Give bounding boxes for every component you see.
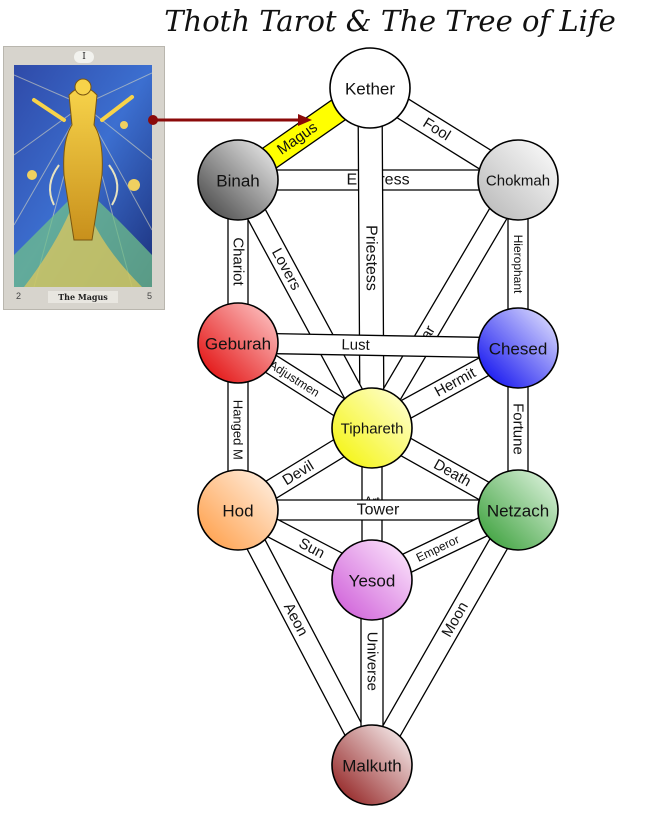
path-label-chariot: Chariot bbox=[230, 237, 247, 286]
sephirah-hod bbox=[197, 469, 279, 551]
path-label-lust: Lust bbox=[341, 336, 370, 354]
path-label-lovers: Lovers bbox=[268, 245, 304, 293]
arrow-layer bbox=[148, 114, 312, 126]
path-label-hierophant: Hierophant bbox=[511, 235, 525, 294]
path-label-fortune: Fortune bbox=[510, 403, 527, 455]
pointer-arrow-head bbox=[298, 114, 312, 126]
pointer-arrow-dot bbox=[148, 115, 158, 125]
sephirah-geburah bbox=[197, 302, 279, 384]
card-right-number: 5 bbox=[146, 291, 152, 301]
card-number: I bbox=[74, 51, 94, 63]
sephirah-label-geburah: Geburah bbox=[205, 335, 271, 354]
sephirah-label-malkuth: Malkuth bbox=[342, 757, 402, 776]
sephirah-binah bbox=[197, 139, 279, 221]
magus-tarot-card: I 2 The Magus 5 bbox=[3, 46, 165, 310]
card-left-number: 2 bbox=[16, 291, 22, 301]
sephirah-label-chesed: Chesed bbox=[489, 340, 548, 359]
card-name: The Magus bbox=[48, 291, 118, 303]
sephirah-yesod bbox=[331, 539, 413, 621]
sephirah-kether bbox=[329, 47, 411, 129]
card-artwork bbox=[14, 65, 152, 287]
sephirah-label-kether: Kether bbox=[345, 80, 395, 99]
sephirah-label-netzach: Netzach bbox=[487, 502, 549, 521]
path-lust bbox=[237, 332, 519, 359]
sephirah-label-yesod: Yesod bbox=[349, 572, 396, 591]
sephirah-netzach bbox=[477, 469, 559, 551]
sephirah-label-hod: Hod bbox=[222, 502, 253, 521]
path-label-priestess: Priestess bbox=[362, 225, 379, 291]
sephirah-label-binah: Binah bbox=[216, 172, 259, 191]
path-label-universe: Universe bbox=[364, 632, 381, 691]
path-label-hanged: Hanged M bbox=[231, 400, 246, 460]
sephirah-label-chokmah: Chokmah bbox=[486, 173, 550, 190]
sephirah-chesed bbox=[477, 307, 559, 389]
diagram-title: Thoth Tarot & The Tree of Life bbox=[164, 4, 616, 38]
path-label-hermit: Hermit bbox=[432, 364, 480, 401]
sephirah-chokmah bbox=[477, 139, 559, 221]
sephirah-malkuth bbox=[331, 724, 413, 806]
path-label-tower: Tower bbox=[357, 502, 400, 519]
sephirah-label-tiphareth: Tiphareth bbox=[341, 421, 404, 438]
sephirah-tiphareth bbox=[331, 387, 413, 469]
